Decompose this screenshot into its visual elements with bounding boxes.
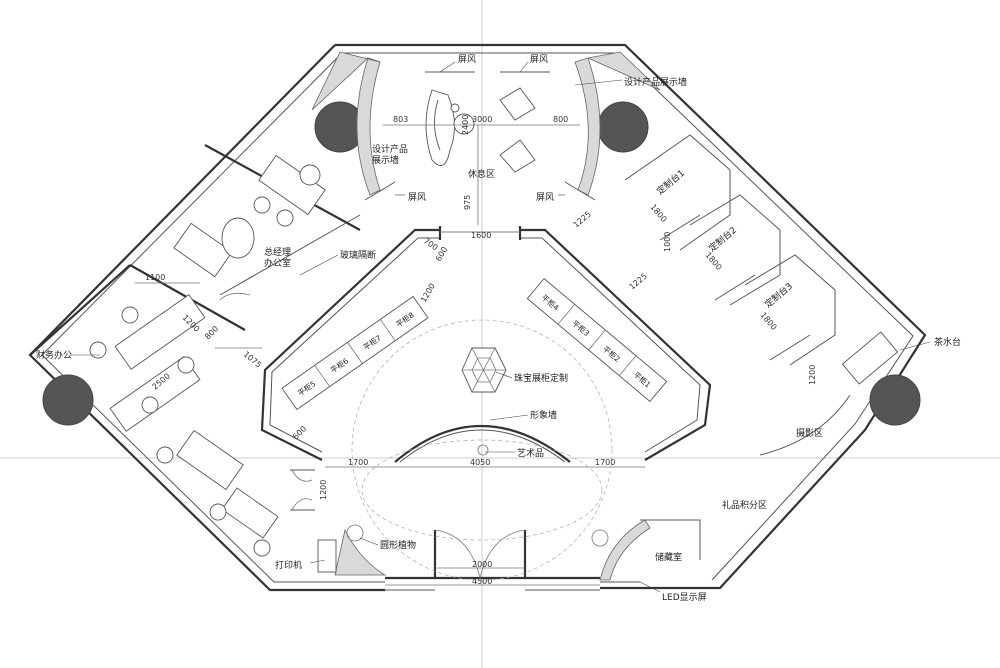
dimension-label: 1100 (145, 273, 165, 282)
photo-gift-area (640, 331, 899, 560)
photo-area-label: 摄影区 (796, 427, 823, 439)
plant-icon (591, 529, 609, 547)
dimension-label: 4500 (472, 577, 492, 586)
display-wall-left (356, 57, 381, 196)
structural-column (42, 374, 94, 426)
gm-office-label: 总经理办公室 (264, 246, 291, 269)
art-piece-label: 艺术品 (517, 447, 544, 459)
dimension-label: 2000 (472, 560, 492, 569)
display-wall-right (574, 57, 601, 196)
dimension-label: 1075 (242, 350, 263, 370)
dimension-label: 1200 (419, 282, 437, 304)
dimension-label: 3000 (472, 115, 492, 124)
lounge-furniture (425, 87, 536, 173)
exhibit-hall-walls (260, 226, 712, 461)
storage-label: 储藏室 (655, 551, 682, 563)
image-wall-label: 形象墙 (530, 409, 557, 421)
dimension-label: 1000 (663, 232, 672, 252)
dimension-label: 1200 (319, 480, 328, 500)
screen-label: 屏风 (530, 54, 548, 65)
printer-label: 打印机 (275, 559, 302, 571)
cabinet-row-right: 平柜4 平柜3 平柜2 平柜1 (526, 277, 668, 403)
plant-icon (477, 444, 489, 456)
screen-label: 屏风 (458, 54, 476, 65)
hatch-right (586, 51, 661, 91)
dimension-label: 1225 (628, 272, 649, 292)
gm-office (129, 144, 361, 331)
cabinet-row-left: 平柜5 平柜6 平柜7 平柜8 (281, 295, 429, 411)
jewelry-hexagon (461, 347, 507, 393)
lounge-label: 休息区 (468, 168, 495, 180)
display-wall-label: 设计产品展示墙 (624, 76, 687, 88)
printer-corner (317, 528, 387, 576)
finance-office-label: 财务办公 (36, 349, 72, 361)
tea-station-label: 茶水台 (934, 336, 961, 348)
dimension-label: 1800 (758, 311, 778, 332)
finance-office (29, 264, 279, 557)
dimension-label: 1225 (572, 210, 593, 230)
plant-icon (346, 524, 364, 542)
image-wall (394, 425, 571, 463)
custom-table-label: 定制台1 (654, 167, 687, 197)
screen-label: 屏风 (536, 192, 554, 203)
floor-pattern (351, 319, 613, 581)
gift-area-label: 礼品积分区 (722, 499, 767, 511)
dimension-label: 803 (393, 115, 408, 124)
screen-mid-left (364, 181, 396, 201)
screen-mid-right (564, 181, 596, 201)
dimension-label: 1200 (808, 365, 817, 385)
entrance-doors (290, 469, 527, 579)
dimension-label: 1700 (348, 458, 368, 467)
dimension-label: 800 (553, 115, 568, 124)
leader-lines (70, 61, 931, 593)
dimension-label: 1800 (648, 203, 668, 224)
custom-tables (624, 134, 836, 366)
display-wall-label: 设计产品展示墙 (372, 143, 408, 166)
structural-column (597, 101, 649, 153)
custom-table-label: 定制台3 (762, 280, 795, 310)
dimension-label: 600 (291, 424, 308, 441)
screen-label: 屏风 (408, 192, 426, 203)
dimension-label: 800 (203, 324, 220, 341)
jewelry-cabinet-label: 珠宝展柜定制 (514, 372, 568, 384)
plant-label: 圆形植物 (380, 539, 416, 551)
hatch-left (311, 51, 381, 111)
dimension-lines (135, 124, 645, 586)
structural-column (869, 374, 921, 426)
dimension-label: 2400 (461, 115, 470, 135)
led-screen-label: LED显示屏 (662, 592, 707, 603)
dimension-label: 4050 (470, 458, 490, 467)
dimension-label: 1700 (595, 458, 615, 467)
dimension-label: 700 (422, 236, 440, 252)
storage-room (599, 519, 651, 583)
glass-partition-label: 玻璃隔断 (340, 249, 376, 261)
dimension-label: 1600 (471, 231, 491, 240)
dimension-label: 975 (463, 195, 472, 210)
